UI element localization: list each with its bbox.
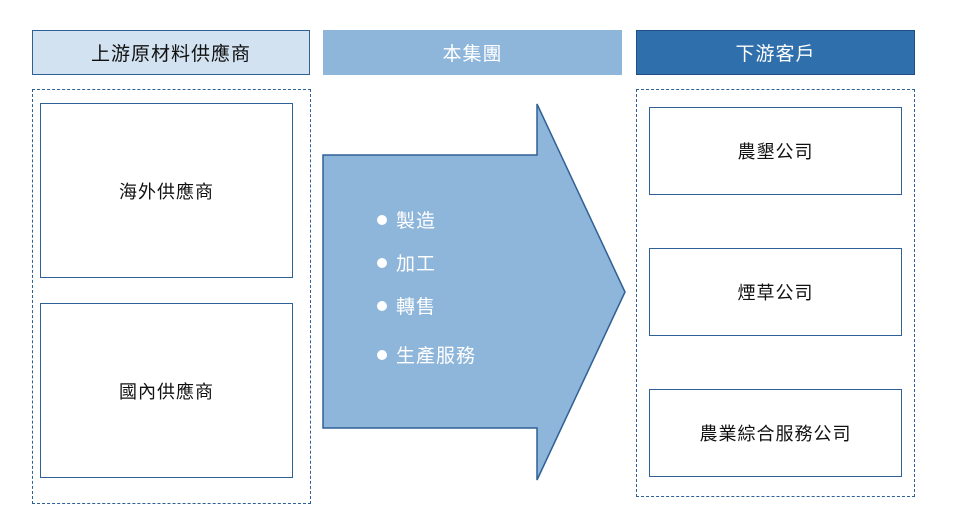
group-header: 本集團 [323,30,622,75]
customer-box-agri-services: 農業綜合服務公司 [649,389,902,477]
downstream-customers-panel [636,89,915,497]
customer-box-tobacco: 煙草公司 [649,248,902,336]
customer-label: 煙草公司 [737,283,814,304]
downstream-customers-header-label: 下游客戶 [735,43,816,65]
customer-box-land-reclamation: 農墾公司 [649,107,902,195]
activity-label: 加工 [396,253,437,275]
domestic-suppliers-label: 國內供應商 [119,381,214,403]
customer-label: 農墾公司 [737,142,814,163]
upstream-suppliers-header-label: 上游原材料供應商 [90,43,251,65]
customer-label: 農業綜合服務公司 [699,424,852,445]
downstream-customers-header: 下游客戶 [636,30,915,75]
bullet-icon [377,300,387,311]
group-header-label: 本集團 [442,43,503,65]
bullet-icon [377,257,387,268]
activity-label: 生產服務 [396,345,477,367]
bullet-icon [377,214,387,225]
activity-label: 製造 [396,210,437,232]
activity-item: 生產服務 [377,341,476,368]
domestic-suppliers-box: 國內供應商 [40,303,293,478]
upstream-suppliers-header: 上游原材料供應商 [32,30,310,75]
activity-item: 製造 [377,206,436,233]
bullet-icon [377,349,387,360]
group-flow-arrow-shape [322,103,626,481]
activity-label: 轉售 [396,296,437,318]
overseas-suppliers-box: 海外供應商 [40,103,293,278]
overseas-suppliers-label: 海外供應商 [119,181,214,203]
activity-item: 轉售 [377,292,436,319]
upstream-suppliers-panel [32,89,311,504]
activity-item: 加工 [377,249,436,276]
